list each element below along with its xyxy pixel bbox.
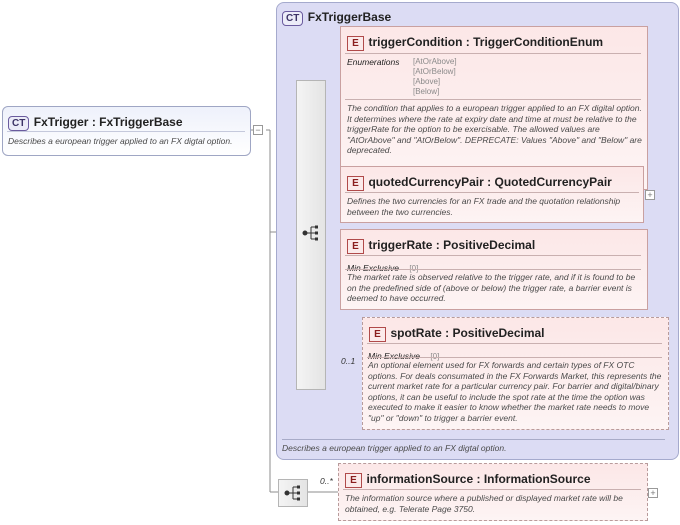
cardinality-label: 0..* — [320, 476, 333, 486]
element-separator: : — [432, 238, 444, 252]
divider — [345, 99, 641, 100]
fxtrigger-header: CT FxTrigger : FxTriggerBase — [8, 113, 183, 131]
fxtrigger-box[interactable]: CT FxTrigger : FxTriggerBase Describes a… — [2, 106, 251, 156]
fxtrigger-separator: : — [88, 115, 100, 129]
element-type: InformationSource — [483, 472, 591, 486]
element-icon: E — [345, 473, 362, 488]
element-separator: : — [441, 326, 453, 340]
element-header: E triggerRate : PositiveDecimal — [347, 236, 535, 254]
complex-type-icon: CT — [282, 11, 304, 26]
element-spotRate[interactable]: E spotRate : PositiveDecimal Min Exclusi… — [362, 317, 669, 430]
element-icon: E — [347, 239, 364, 254]
element-doc: The information source where a published… — [345, 493, 623, 514]
facet-row: Min Exclusive [0] — [347, 258, 418, 276]
facet-label: Min Exclusive — [368, 351, 420, 361]
element-triggerCondition[interactable]: E triggerCondition : TriggerConditionEnu… — [340, 26, 648, 190]
element-type: TriggerConditionEnum — [473, 35, 604, 49]
element-doc: The market rate is observed relative to … — [347, 272, 636, 303]
complex-type-icon: CT — [8, 116, 30, 131]
divider — [343, 489, 641, 490]
fxtrigger-type: FxTriggerBase — [99, 115, 183, 129]
sequence-compositor-outer[interactable] — [278, 479, 308, 507]
element-icon: E — [369, 327, 386, 342]
divider — [345, 269, 641, 270]
element-name: triggerRate — [368, 238, 433, 252]
divider — [345, 53, 641, 54]
divider — [367, 357, 662, 358]
fxtriggerbase-name: FxTriggerBase — [307, 10, 392, 24]
divider — [7, 131, 245, 132]
enum-value: [Below] — [413, 87, 440, 96]
cardinality-label: 0..1 — [341, 356, 356, 366]
element-name: spotRate — [390, 326, 442, 340]
facet-label: Enumerations — [347, 57, 400, 67]
facet-value: [0] — [430, 352, 440, 361]
sequence-compositor[interactable] — [296, 80, 326, 390]
element-separator: : — [462, 35, 474, 49]
element-name: informationSource — [366, 472, 474, 486]
element-separator: : — [483, 175, 495, 189]
expand-toggle-icon[interactable]: + — [645, 190, 655, 200]
sequence-icon — [284, 485, 300, 501]
element-triggerRate[interactable]: E triggerRate : PositiveDecimal Min Excl… — [340, 229, 648, 310]
divider — [282, 439, 665, 440]
collapse-toggle-icon[interactable]: − — [253, 125, 263, 135]
element-type: QuotedCurrencyPair — [494, 175, 612, 189]
element-icon: E — [347, 176, 364, 191]
divider — [345, 255, 641, 256]
enum-value: [Above] — [413, 77, 441, 86]
element-name: triggerCondition — [368, 35, 463, 49]
element-header: E triggerCondition : TriggerConditionEnu… — [347, 33, 603, 51]
expand-toggle-icon[interactable]: + — [648, 488, 658, 498]
element-doc: An optional element used for FX forwards… — [368, 360, 662, 423]
facet-value: [0] — [409, 264, 419, 273]
element-header: E spotRate : PositiveDecimal — [369, 324, 545, 342]
element-icon: E — [347, 36, 364, 51]
element-doc: Defines the two currencies for an FX tra… — [347, 196, 621, 217]
element-header: E quotedCurrencyPair : QuotedCurrencyPai… — [347, 173, 612, 191]
enum-value: [AtOrBelow] — [413, 67, 456, 76]
divider — [367, 343, 662, 344]
element-type: PositiveDecimal — [452, 326, 545, 340]
fxtrigger-name: FxTrigger — [33, 115, 89, 129]
element-separator: : — [473, 472, 484, 486]
facet-row: Min Exclusive [0] — [368, 346, 439, 364]
element-quotedCurrencyPair[interactable]: E quotedCurrencyPair : QuotedCurrencyPai… — [340, 166, 644, 223]
enum-value: [AtOrAbove] — [413, 57, 457, 66]
sequence-icon — [302, 225, 318, 241]
divider — [345, 192, 639, 193]
enumeration-values: [AtOrAbove] [AtOrBelow] [Above] [Below] — [413, 57, 457, 97]
element-informationSource[interactable]: E informationSource : InformationSource … — [338, 463, 648, 521]
fxtrigger-doc: Describes a european trigger applied to … — [8, 136, 233, 146]
facet-label: Min Exclusive — [347, 263, 399, 273]
element-type: PositiveDecimal — [443, 238, 536, 252]
element-header: E informationSource : InformationSource — [345, 470, 591, 488]
element-doc: The condition that applies to a european… — [347, 103, 642, 155]
fxtriggerbase-doc: Describes a european trigger applied to … — [282, 443, 507, 453]
fxtriggerbase-header: CT FxTriggerBase — [282, 8, 391, 26]
element-name: quotedCurrencyPair — [368, 175, 484, 189]
